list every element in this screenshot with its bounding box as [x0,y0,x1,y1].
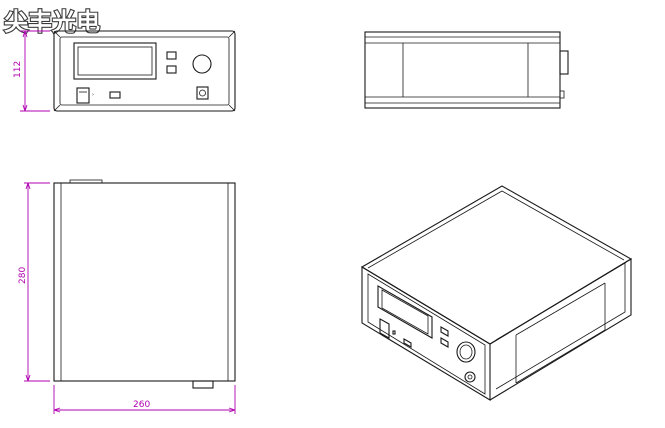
dimension-280-label: 280 [18,267,28,284]
button-up [166,51,177,60]
dimension-front-height: 112 [13,30,50,112]
iso-button-down [440,337,449,348]
iso-button-up [440,326,449,337]
dimension-top-width: 260 [53,385,236,414]
power-switch [76,87,90,104]
front-view: › [53,30,236,112]
button-down [166,65,177,74]
rotary-knob [192,54,212,74]
dimension-260-label: 260 [133,400,150,410]
dimension-112-label: 112 [13,61,23,78]
iso-knob [456,341,476,363]
iso-indicator [403,338,412,348]
indicator-lamp [109,91,121,99]
top-view [53,179,236,389]
iso-display [377,285,433,339]
svg-text:›: › [92,92,94,98]
isometric-view [360,185,633,401]
company-logo: 尖丰光电 [4,8,100,36]
iso-connector [464,371,476,383]
output-connector [196,86,209,100]
display-window [73,42,157,80]
dimension-top-depth: 280 [18,182,50,382]
side-view [364,31,569,109]
iso-power-switch [379,318,390,339]
